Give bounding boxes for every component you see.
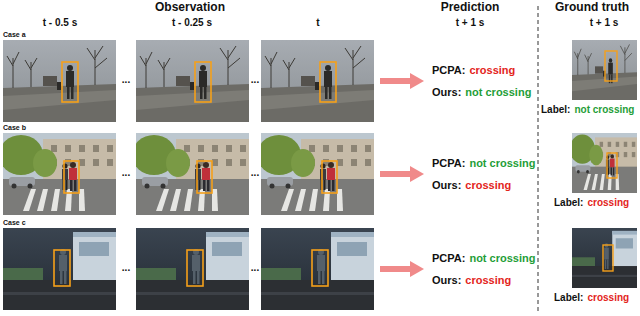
figure-label: t - 0.5 s: [43, 17, 77, 29]
prediction-value: crossing: [465, 179, 511, 192]
figure-label: PCPA:: [432, 157, 465, 170]
section-heading: Observation: [155, 1, 225, 15]
figure-label: ...: [122, 262, 130, 274]
figure-label: ...: [251, 74, 259, 86]
figure-label: ...: [251, 262, 259, 274]
section-heading: Prediction: [441, 1, 500, 15]
prediction-value: not crossing: [469, 252, 535, 265]
section-heading: Ground truth: [555, 1, 629, 15]
figure-label: Case b: [3, 124, 26, 132]
prediction-value: not crossing: [469, 157, 535, 170]
figure-label: t - 0.25 s: [172, 17, 212, 29]
figure-label: Ours:: [432, 274, 461, 287]
figure-label: ...: [122, 74, 130, 86]
figure-label: t + 1 s: [590, 17, 619, 29]
figure-label: PCPA:: [432, 64, 465, 77]
figure-label: Label:: [554, 292, 583, 304]
figure-label: Label:: [541, 104, 570, 116]
prediction-value: not crossing: [574, 104, 634, 116]
prediction-value: crossing: [587, 197, 629, 209]
figure-label: ...: [251, 167, 259, 179]
figure-label: Ours:: [432, 86, 461, 99]
figure-label: Case c: [3, 219, 26, 227]
figure-label: ...: [122, 167, 130, 179]
figure-label: Case a: [3, 31, 26, 39]
figure-label: t + 1 s: [456, 17, 485, 29]
figure-label: Ours:: [432, 179, 461, 192]
figure-label: PCPA:: [432, 252, 465, 265]
prediction-value: not crossing: [465, 86, 531, 99]
prediction-value: crossing: [587, 292, 629, 304]
figure-label: Label:: [554, 197, 583, 209]
figure-label: t: [316, 17, 319, 29]
prediction-value: crossing: [469, 64, 515, 77]
prediction-value: crossing: [465, 274, 511, 287]
